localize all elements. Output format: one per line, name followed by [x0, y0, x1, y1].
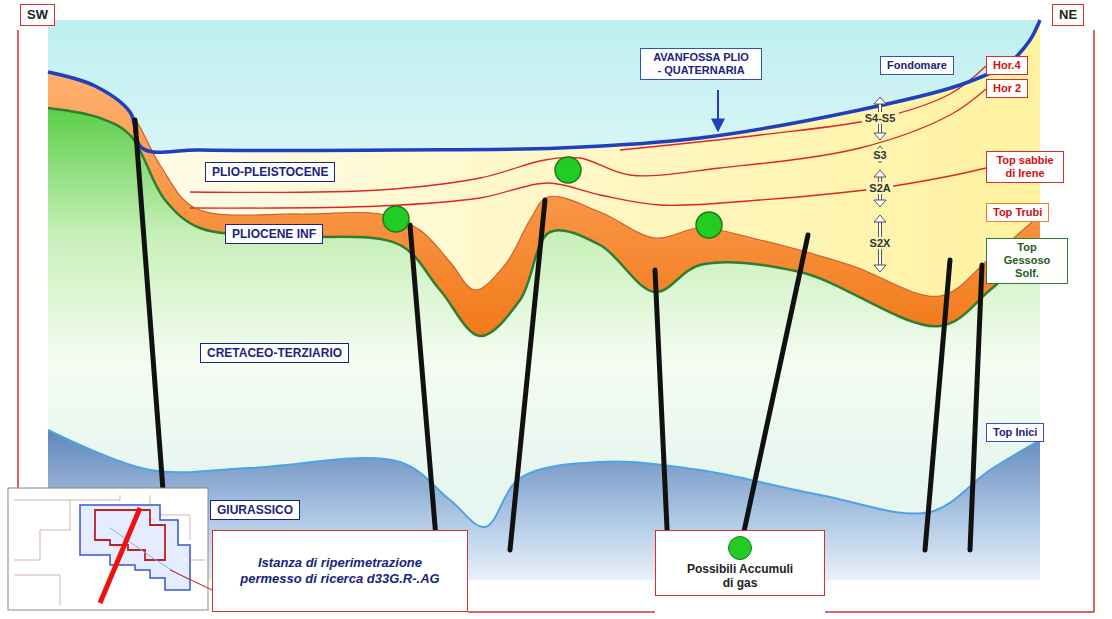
node-text: AVANFOSSA PLIO - QUATERNARIA [647, 51, 755, 77]
node-text: PLIOCENE INF [232, 227, 316, 241]
fault-line [410, 225, 437, 550]
node-text: SW [27, 7, 48, 23]
node-text: Fondomare [887, 59, 947, 72]
direction-box: NE [1052, 4, 1084, 26]
direction-box: SW [20, 4, 55, 26]
node-text: Top Trubi [993, 206, 1042, 219]
fault-line [925, 260, 950, 550]
fault-line [135, 120, 163, 490]
horizon-tag: Top Inici [986, 423, 1044, 442]
horizon-tag: Top Gessoso Solf. [986, 238, 1068, 284]
unit-label: GIURASSICO [210, 500, 300, 520]
unit-label: PLIO-PLEISTOCENE [205, 162, 335, 182]
unit-label: PLIOCENE INF [225, 224, 323, 244]
horizon-tag: Hor 2 [986, 79, 1028, 98]
cretaceous-layer [48, 108, 1040, 527]
horizon-tag: Fondomare [880, 56, 954, 75]
node-text: CRETACEO-TERZIARIO [207, 346, 342, 360]
callout-box: AVANFOSSA PLIO - QUATERNARIA [640, 48, 762, 80]
legend-item: Possibili Accumuli di gas [685, 536, 795, 591]
arrow-head [874, 170, 886, 177]
interval-label: S3 [870, 149, 889, 161]
gas-accumulation [555, 157, 581, 183]
node-text: PLIO-PLEISTOCENE [212, 165, 328, 179]
interval-label: S2X [867, 237, 894, 249]
seafloor-line [48, 20, 1040, 152]
gas-accumulation [696, 212, 722, 238]
pointer-arrow [717, 90, 719, 131]
node-text: Top sabbie di Irene [993, 154, 1057, 180]
legend-swatch [728, 536, 752, 560]
node-text: NE [1059, 7, 1077, 23]
horizon-tag: Hor.4 [986, 56, 1028, 75]
interval-label: S4-S5 [862, 112, 899, 124]
horizon-tag: Top sabbie di Irene [986, 151, 1064, 183]
top-trubi-line [48, 72, 1040, 296]
arrow-head [874, 97, 886, 104]
node-text: Hor 2 [993, 82, 1021, 95]
arrow-head [874, 200, 886, 207]
node-text: Top Inici [993, 426, 1037, 439]
gas-accumulation [383, 206, 409, 232]
node-text: Top Gessoso Solf. [993, 241, 1061, 281]
inset-map [8, 488, 212, 610]
caption-box: Istanza di riperimetrazione permesso di … [212, 530, 468, 612]
horizon-tag: Top Trubi [986, 203, 1049, 222]
unit-label: CRETACEO-TERZIARIO [200, 343, 349, 363]
fault-line [510, 200, 545, 550]
node-text: GIURASSICO [217, 503, 293, 517]
fault-line [655, 270, 668, 550]
fault-line [970, 265, 982, 550]
node-text: Hor.4 [993, 59, 1021, 72]
interval-label: S2A [866, 182, 893, 194]
fault-line [740, 235, 808, 550]
legend-text: Possibili Accumuli di gas [685, 563, 795, 591]
arrow-head [874, 215, 886, 222]
node-text: Istanza di riperimetrazione permesso di … [219, 555, 461, 586]
arrow-head [874, 265, 886, 272]
arrow-head [874, 133, 886, 140]
legend-box: Possibili Accumuli di gas [655, 530, 825, 596]
horizon-line [190, 89, 986, 192]
